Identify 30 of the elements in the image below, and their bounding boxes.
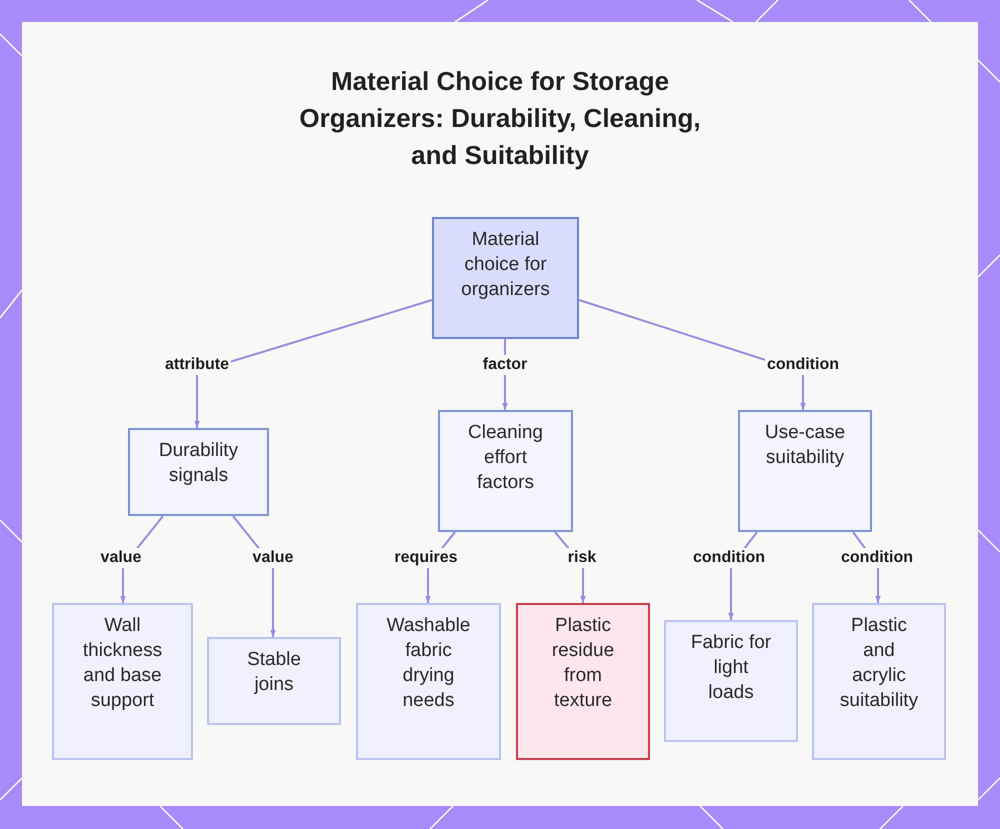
box-label: Use-case suitability [764,421,846,470]
box-label: Wall thickness and base support [82,614,164,713]
box-label: Durability signals [158,439,240,488]
edge-label: factor [480,355,530,375]
concept-box [738,410,872,532]
box-label: Plastic and acrylic suitability [838,614,920,713]
diagram-title: Material Choice for Storage Organizers: Durability, Cleaning, and Suitability [298,65,702,172]
concept-box [356,603,501,760]
concept-box [812,603,946,760]
concept-box [128,428,269,516]
edge-label: requires [392,548,460,568]
box-label: Plastic residue from texture [550,614,616,713]
concept-box [207,637,341,725]
concept-box [516,603,650,760]
concept-box [52,603,193,760]
edge-label: risk [566,548,598,568]
box-label: Material choice for organizers [460,228,551,302]
box-label: Washable fabric drying needs [386,614,472,713]
edge-label: attribute [163,355,231,375]
concept-box [664,620,798,742]
box-label: Fabric for light loads [690,631,772,705]
edge-label: condition [691,548,767,568]
concept-box [438,410,573,532]
concept-box [432,217,579,339]
edge-label: value [98,548,144,568]
edge-label: condition [839,548,915,568]
edge-label: value [250,548,296,568]
box-label: Stable joins [246,648,302,697]
box-label: Cleaning effort factors [467,421,544,495]
edge-label: condition [765,355,841,375]
